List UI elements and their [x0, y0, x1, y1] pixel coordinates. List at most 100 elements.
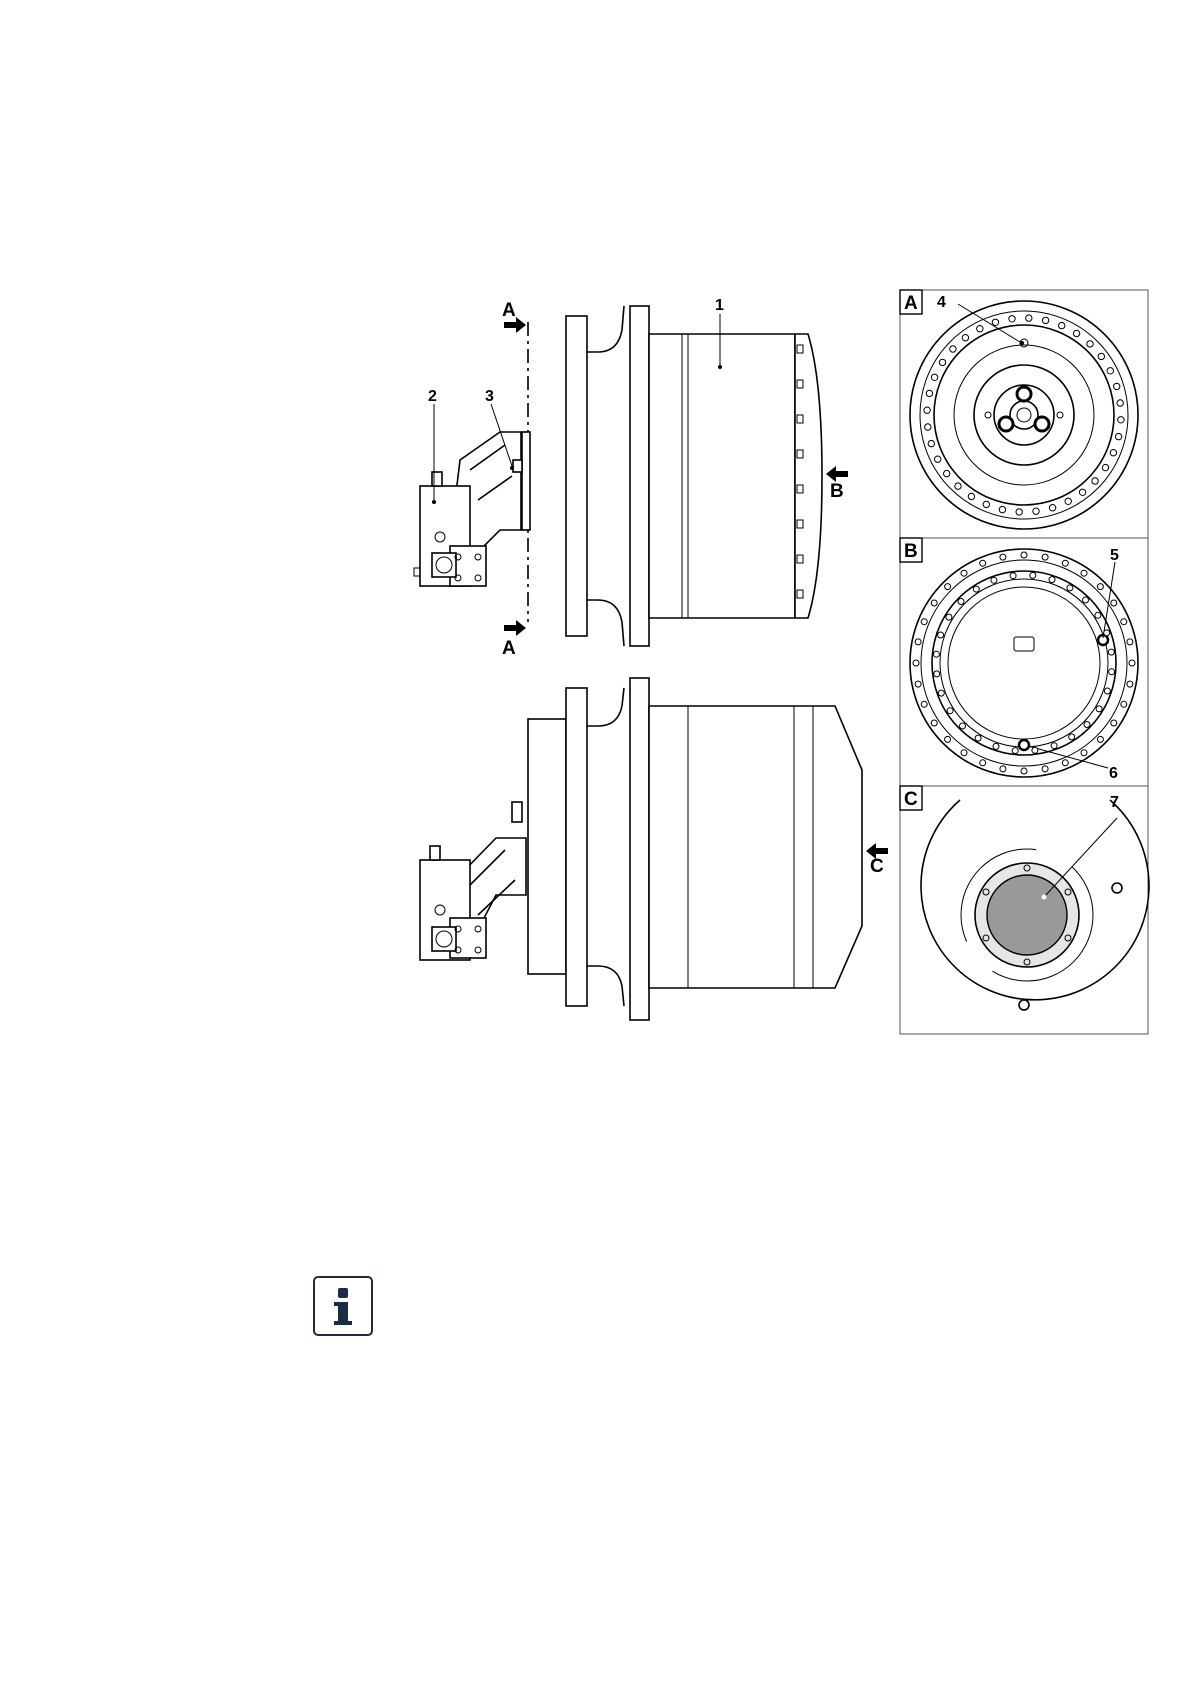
bolt-hole	[1009, 316, 1015, 322]
bolt-hole	[1079, 489, 1085, 495]
bolt-hole	[1095, 612, 1101, 618]
bolt-hole	[1051, 743, 1057, 749]
panel-b-label: B	[904, 541, 918, 562]
bolt-hole	[1129, 660, 1135, 666]
info-icon-dot	[338, 1288, 348, 1298]
bolt-hole	[931, 374, 937, 380]
bolt-hole	[1026, 315, 1032, 321]
bolt-hole	[934, 671, 940, 677]
bolt-hole	[1102, 464, 1108, 470]
info-icon	[313, 1276, 373, 1336]
bolt-hole	[968, 493, 974, 499]
view-arrow-b-label: B	[830, 481, 844, 502]
bolt-hole	[1073, 330, 1079, 336]
bolt-hole	[1127, 681, 1133, 687]
bolt-hole	[1042, 317, 1048, 323]
bolt-hole	[950, 346, 956, 352]
panel-c-label: C	[904, 789, 918, 810]
bolt-hole	[1062, 560, 1068, 566]
bolt-hole	[1121, 701, 1127, 707]
bolt-hole	[983, 501, 989, 507]
bolt-hole	[961, 750, 967, 756]
panel-a	[900, 290, 1148, 538]
bolt-hole	[924, 407, 930, 413]
bolt-hole	[945, 584, 951, 590]
bolt-hole	[947, 708, 953, 714]
info-icon-base	[334, 1321, 352, 1325]
bolt-hole	[1117, 400, 1123, 406]
bolt-hole	[1012, 748, 1018, 754]
bolt-hole	[999, 506, 1005, 512]
bolt-hole	[921, 701, 927, 707]
bolt-hole	[1087, 341, 1093, 347]
bolt-hole	[938, 632, 944, 638]
view-arrow-a-bottom-label: A	[502, 638, 516, 659]
bolt-hole	[1097, 584, 1103, 590]
side-view-top	[414, 306, 848, 646]
bolt-hole	[931, 600, 937, 606]
bolt-hole	[1121, 619, 1127, 625]
bolt-hole	[1032, 747, 1038, 753]
bolt-hole	[928, 440, 934, 446]
callout-7: 7	[1110, 794, 1119, 811]
panel-a-label: A	[904, 293, 918, 314]
bolt-hole	[946, 614, 952, 620]
callout-1: 1	[715, 297, 724, 314]
callout-3: 3	[485, 388, 494, 405]
bolt-hole	[1110, 450, 1116, 456]
bolt-hole	[1021, 552, 1027, 558]
callout-5: 5	[1110, 547, 1119, 564]
bolt-hole	[921, 619, 927, 625]
bolt-hole	[1083, 597, 1089, 603]
bolt-hole	[1118, 417, 1124, 423]
bolt-hole	[1049, 577, 1055, 583]
bolt-hole	[955, 483, 961, 489]
bolt-hole	[1067, 585, 1073, 591]
bolt-hole	[915, 681, 921, 687]
bolt-hole	[913, 660, 919, 666]
side-view-bottom	[420, 678, 888, 1020]
bolt-hole	[1097, 736, 1103, 742]
callout-6: 6	[1109, 765, 1118, 782]
bolt-hole	[1107, 368, 1113, 374]
bolt-hole	[1059, 322, 1065, 328]
bolt-hole	[1033, 508, 1039, 514]
bolt-hole	[977, 326, 983, 332]
bolt-hole	[938, 690, 944, 696]
callout-4: 4	[937, 294, 946, 311]
bolt-hole	[935, 456, 941, 462]
bolt-hole	[1000, 766, 1006, 772]
bolt-hole	[958, 599, 964, 605]
bolt-hole	[944, 470, 950, 476]
bolt-hole	[925, 424, 931, 430]
bolt-hole	[1049, 505, 1055, 511]
bolt-hole	[1081, 570, 1087, 576]
callout-2: 2	[428, 388, 437, 405]
bolt-hole	[1069, 734, 1075, 740]
bolt-hole	[1016, 509, 1022, 515]
bolt-hole	[1062, 760, 1068, 766]
bolt-hole	[1084, 722, 1090, 728]
bolt-hole	[980, 760, 986, 766]
bolt-hole	[992, 319, 998, 325]
bolt-hole	[1098, 353, 1104, 359]
bolt-hole	[1065, 498, 1071, 504]
bolt-hole	[933, 651, 939, 657]
bolt-hole	[1092, 478, 1098, 484]
bolt-hole	[1108, 649, 1114, 655]
bolt-hole	[939, 359, 945, 365]
bolt-hole	[1127, 639, 1133, 645]
bolt-hole	[945, 736, 951, 742]
bolt-hole	[991, 577, 997, 583]
bolt-hole	[980, 560, 986, 566]
bolt-hole	[1114, 383, 1120, 389]
bolt-hole	[1104, 688, 1110, 694]
bolt-hole	[915, 639, 921, 645]
bolt-hole	[961, 570, 967, 576]
bolt-hole	[1111, 720, 1117, 726]
bolt-hole	[926, 390, 932, 396]
bolt-hole	[1109, 669, 1115, 675]
panel-c	[900, 786, 1149, 1034]
bolt-hole	[1042, 766, 1048, 772]
